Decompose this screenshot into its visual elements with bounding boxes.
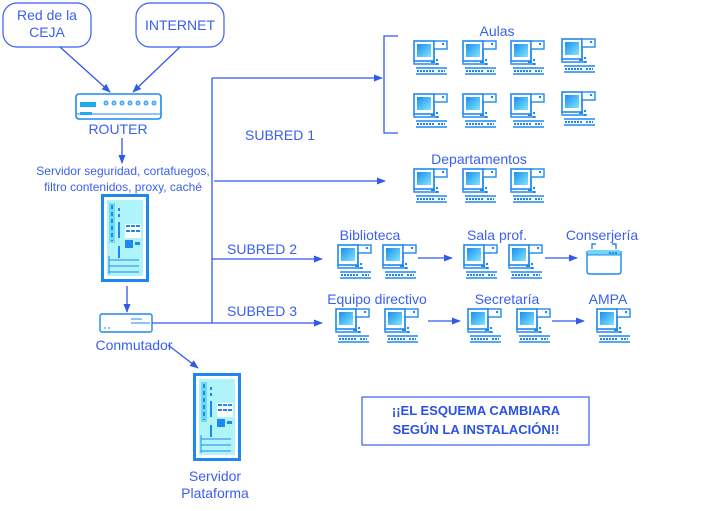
group-aulas-label: Aulas [479, 23, 514, 39]
server-tower-icon [193, 373, 241, 461]
disclaimer-note: ¡¡EL ESQUEMA CAMBIARA SEGÚN LA INSTALACI… [361, 396, 590, 446]
computer-icon [413, 93, 448, 128]
link-ceja-router [59, 46, 111, 93]
switch-label: Conmutador [95, 337, 172, 353]
computer-icon [384, 308, 419, 343]
group-sala-prof [463, 244, 543, 279]
link-switch-platform [167, 344, 199, 369]
computer-icon [508, 244, 543, 279]
computer-icon [337, 244, 372, 279]
note-line1: ¡¡EL ESQUEMA CAMBIARA [392, 403, 561, 418]
group-biblioteca [337, 244, 417, 279]
group-secretaria [467, 308, 551, 343]
computer-icon [462, 40, 497, 75]
source-ceja-line2: CEJA [29, 24, 65, 40]
group-equipo-directivo-label: Equipo directivo [327, 291, 427, 307]
printer-icon [586, 243, 622, 275]
note-line2: SEGÚN LA INSTALACIÓN!! [393, 422, 560, 437]
source-internet-label: INTERNET [145, 17, 215, 33]
group-aulas [413, 38, 596, 128]
computer-icon [382, 244, 417, 279]
computer-icon [462, 168, 497, 203]
group-sala-prof-label: Sala prof. [467, 227, 527, 243]
aulas-bracket [383, 35, 398, 134]
computer-icon [510, 40, 545, 75]
source-internet: INTERNET [135, 2, 225, 48]
subnet-2-label: SUBRED 2 [227, 241, 297, 257]
computer-icon [561, 38, 596, 73]
platform-server-line1: Servidor [189, 468, 241, 484]
subnet-3-label: SUBRED 3 [227, 303, 297, 319]
group-equipo-directivo [335, 308, 419, 343]
server-tower-icon [101, 194, 149, 282]
computer-icon [467, 308, 502, 343]
computer-icon [413, 168, 448, 203]
security-server-line1: Servidor seguridad, cortafuegos, [36, 164, 209, 178]
group-biblioteca-label: Biblioteca [340, 227, 401, 243]
source-ceja-line1: Red de la [17, 7, 77, 23]
group-ampa-label: AMPA [589, 291, 628, 307]
computer-icon [596, 308, 631, 343]
computer-icon [413, 40, 448, 75]
group-departamentos-label: Departamentos [431, 151, 527, 167]
switch-icon [99, 313, 153, 333]
group-secretaria-label: Secretaría [475, 291, 540, 307]
platform-server-line2: Plataforma [181, 485, 249, 501]
computer-icon [335, 308, 370, 343]
computer-icon [516, 308, 551, 343]
computer-icon [561, 91, 596, 126]
link-internet-router [132, 46, 181, 93]
group-departamentos [413, 168, 545, 203]
computer-icon [463, 244, 498, 279]
computer-icon [510, 168, 545, 203]
group-conserjeria-label: Conserjería [566, 227, 639, 243]
router-label: ROUTER [88, 121, 147, 137]
computer-icon [510, 93, 545, 128]
subnet-1-label: SUBRED 1 [245, 127, 315, 143]
router-icon [75, 93, 162, 120]
security-server-line2: filtro contenidos, proxy, caché [44, 180, 202, 194]
source-ceja: Red de la CEJA [2, 2, 92, 48]
computer-icon [462, 93, 497, 128]
